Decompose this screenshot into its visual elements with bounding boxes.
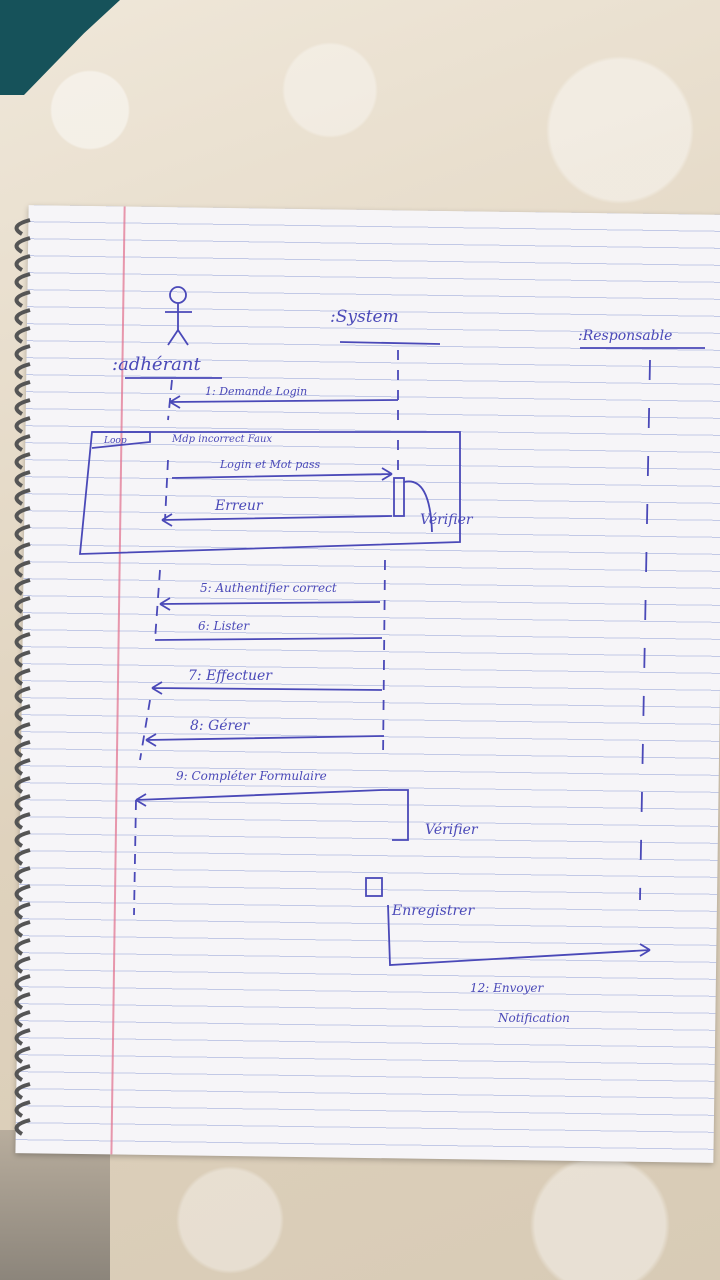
message-arrow-1 bbox=[169, 395, 399, 409]
message-12-label-cont: Notification bbox=[497, 1011, 570, 1025]
system-lifeline-label: :System bbox=[330, 307, 399, 327]
message-arrow-8 bbox=[145, 733, 385, 747]
system-underline bbox=[339, 341, 441, 345]
message-arrow-5 bbox=[159, 597, 381, 611]
message-arrow-6 bbox=[154, 637, 383, 641]
responsable-label: :Responsable bbox=[578, 328, 672, 344]
message-5-label: 5: Authentifier correct bbox=[200, 581, 337, 595]
message-1-label: 1: Demande Login bbox=[205, 385, 307, 398]
actor-figure bbox=[165, 286, 192, 346]
loop-guard: Mdp incorrect Faux bbox=[171, 434, 272, 445]
self-message-verify bbox=[403, 480, 433, 533]
message-7-label: 7: Effectuer bbox=[188, 668, 273, 684]
message-2-label: Login et Mot pass bbox=[219, 458, 321, 471]
message-arrow-2 bbox=[171, 467, 393, 481]
tablecloth-shadow bbox=[0, 1130, 110, 1280]
message-arrow-7 bbox=[151, 681, 383, 695]
message-3-label: Erreur bbox=[214, 498, 264, 514]
activation-bar-2 bbox=[382, 789, 409, 841]
actor-lifeline bbox=[133, 379, 173, 916]
message-9-label: 9: Compléter Formulaire bbox=[176, 769, 327, 783]
responsable-lifeline bbox=[639, 359, 651, 901]
loop-fragment bbox=[79, 431, 461, 555]
loop-label-box bbox=[91, 431, 151, 449]
message-arrow-12 bbox=[387, 904, 651, 966]
message-6-label: 6: Lister bbox=[198, 619, 250, 633]
message-arrow-9 bbox=[135, 789, 383, 807]
activation-bar-3 bbox=[365, 877, 383, 897]
message-8-label: 8: Gérer bbox=[190, 718, 251, 734]
message-11-label: Enregistrer bbox=[391, 903, 475, 919]
message-10-label: Vérifier bbox=[425, 822, 479, 838]
message-4-label: Vérifier bbox=[420, 512, 474, 528]
loop-label: Loop bbox=[103, 436, 127, 446]
message-arrow-3 bbox=[161, 513, 393, 527]
actor-label: :adhérant bbox=[112, 354, 201, 375]
system-lifeline bbox=[382, 350, 399, 761]
message-12-label: 12: Envoyer bbox=[470, 981, 545, 995]
activation-bar-1 bbox=[393, 477, 405, 517]
spiral-binding bbox=[14, 218, 31, 1136]
